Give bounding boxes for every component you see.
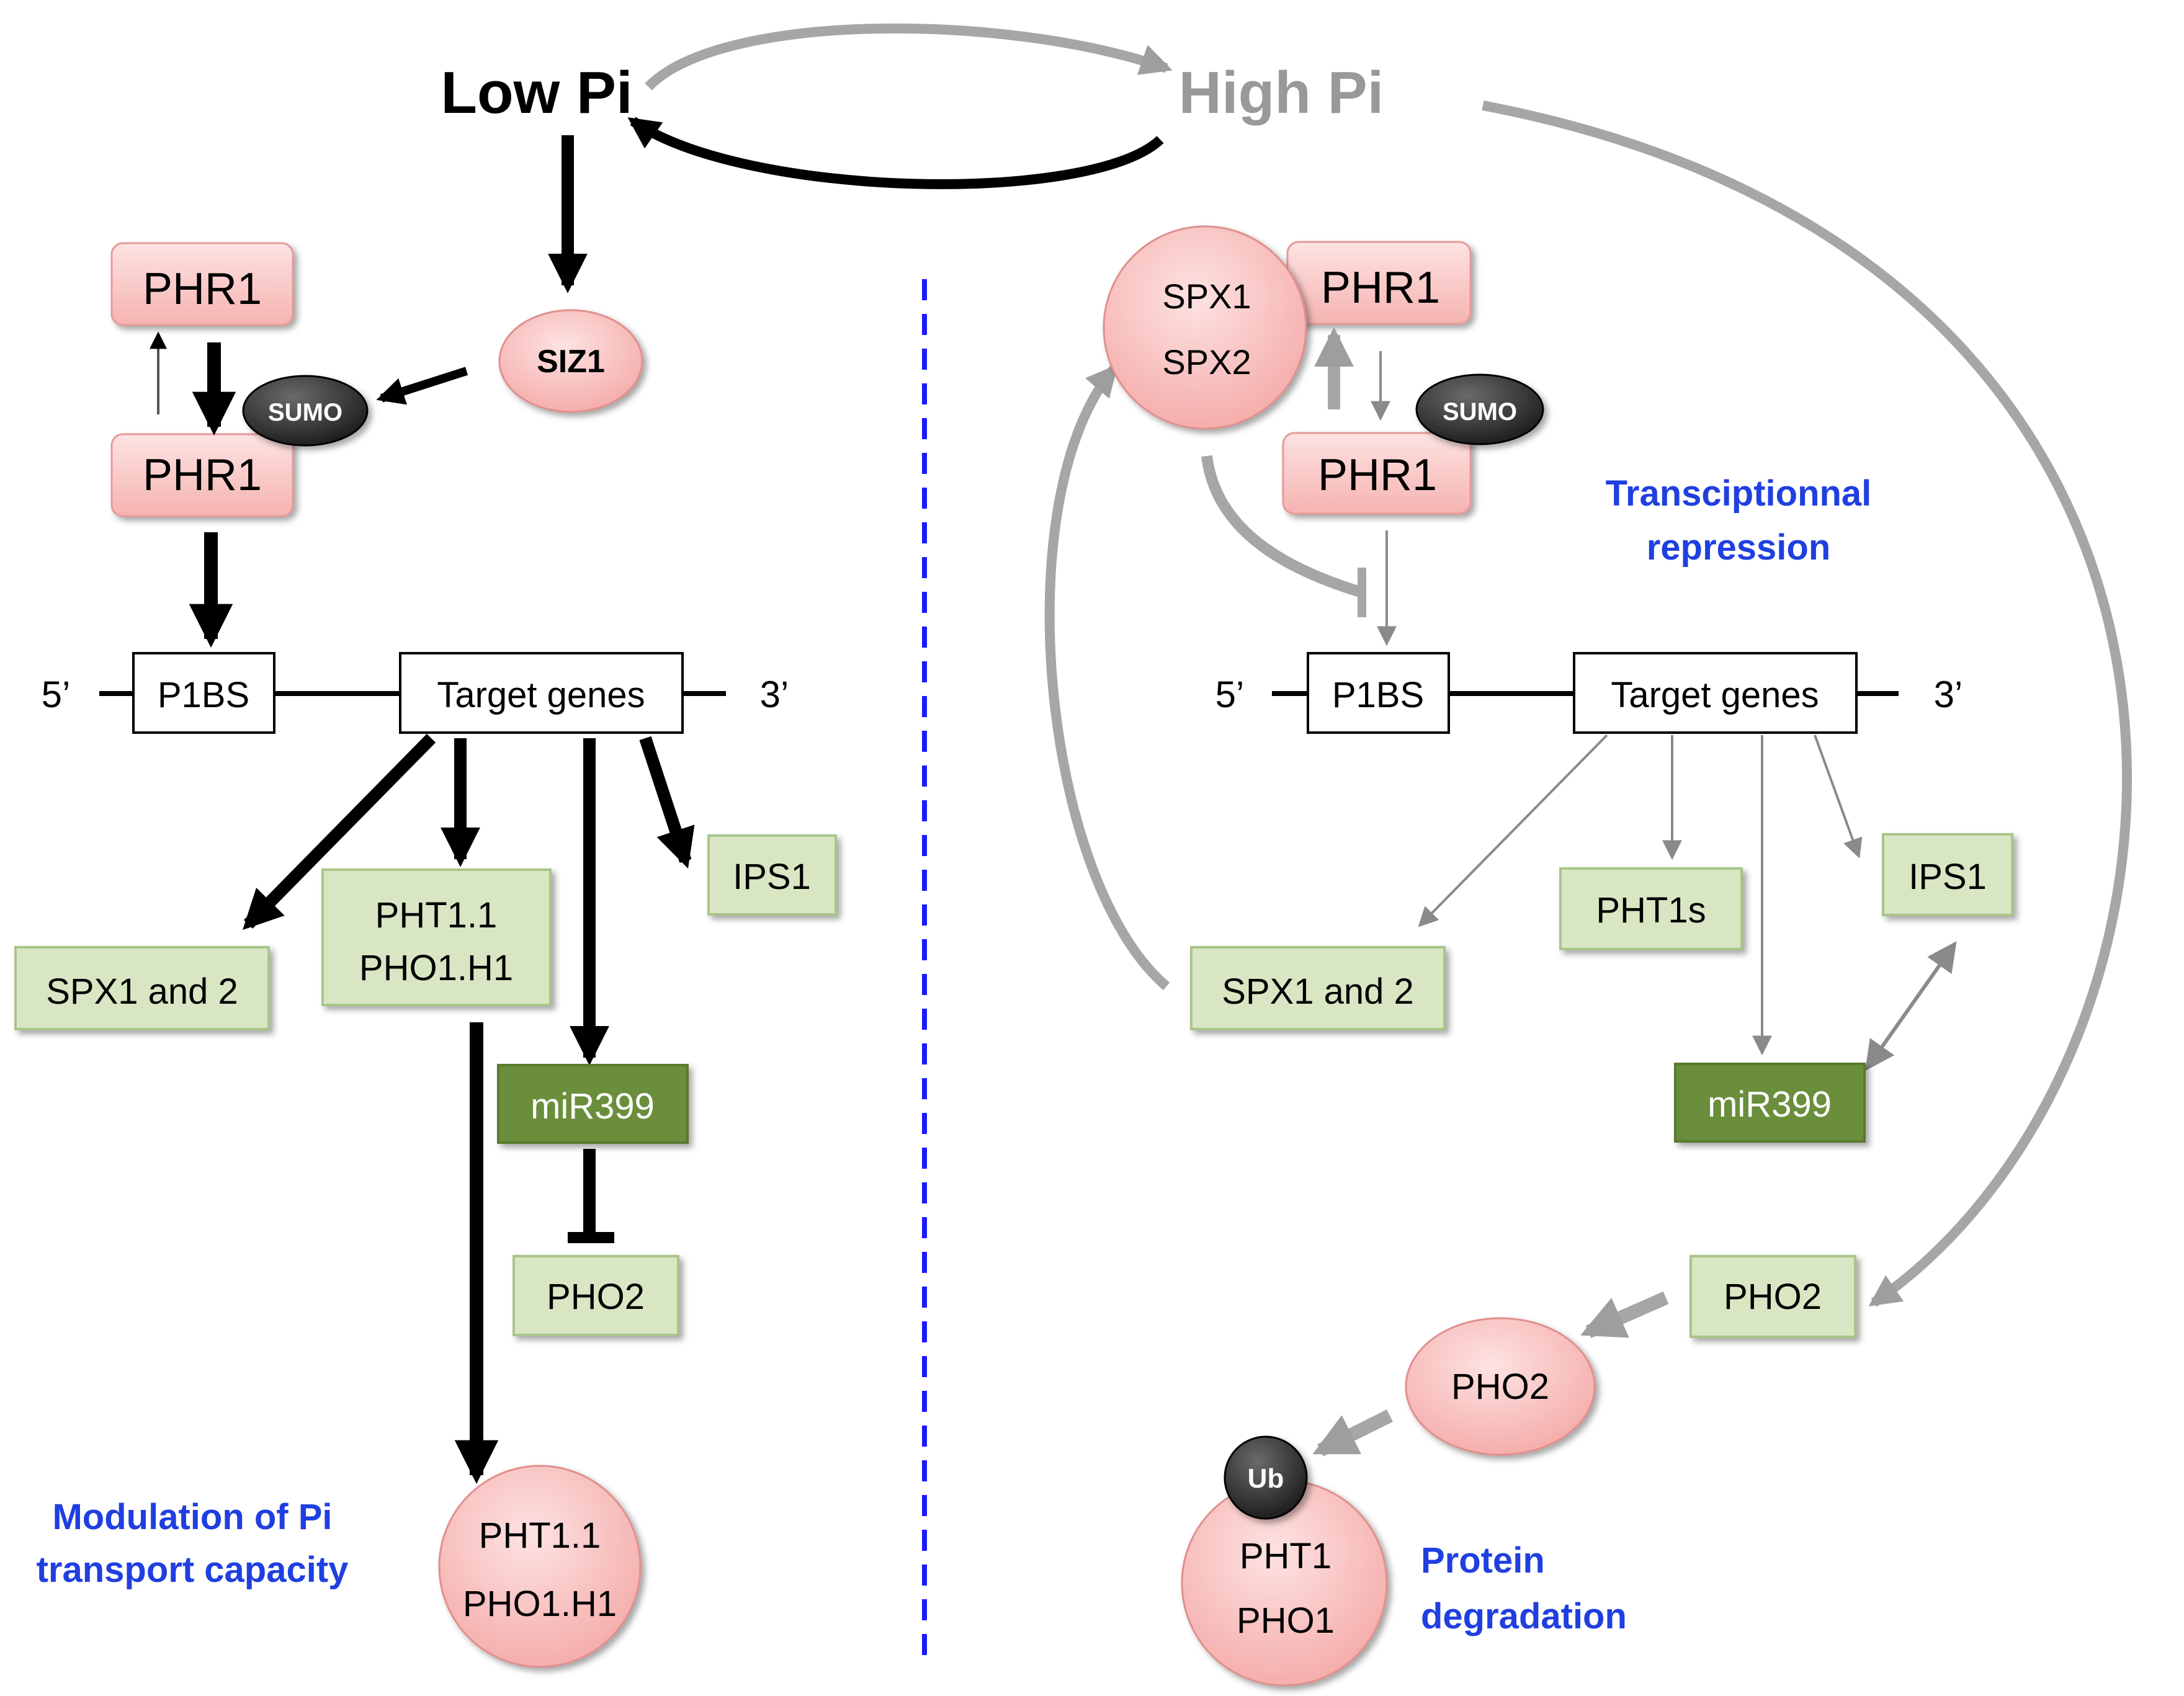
phr1-top-label-right: PHR1 [1321,263,1440,313]
ips1-mir399-interaction-arrow [1864,941,1957,1071]
spx-gene-label: SPX1 and 2 [46,971,238,1012]
modulation-caption-line2: transport capacity [37,1550,349,1590]
ips1-gene-box: IPS1 [707,834,837,916]
to-spx-arrow [243,733,436,931]
low-to-high-arrow [645,23,1173,91]
p1bs-box-right [1307,652,1450,734]
pht1-protein-line2: PHO1 [1237,1600,1335,1641]
repression-caption-line2: repression [1647,527,1831,568]
phr1-sumo-box-right: PHR1 [1282,432,1472,515]
phr1-top-box-right: PHR1 [1286,241,1472,325]
ub-badge: Ub [1224,1435,1308,1520]
pht-protein-node: PHT1.1 PHO1.H1 [438,1465,642,1668]
pht-gene-line1: PHT1.1 [375,895,498,935]
phr1-sumo-label-right: PHR1 [1318,450,1437,500]
pht-protein-line1: PHT1.1 [479,1515,601,1556]
spx-feedback-arrow [1044,364,1170,991]
spx-inhibition [1201,455,1366,617]
ips1-gene-label-right: IPS1 [1909,857,1987,897]
ub-label: Ub [1248,1463,1284,1494]
p1bs-label-right: P1BS [1332,675,1424,715]
degradation-caption-line2: degradation [1421,1596,1627,1636]
phr1-top-box: PHR1 [110,242,294,326]
phr1-sumo-box: PHR1 [110,433,294,517]
repression-caption-line1: Transciptionnal [1606,473,1872,514]
pho2-protein-node: PHO2 [1405,1317,1596,1456]
pho2-gene-label-right: PHO2 [1724,1277,1822,1317]
pht-gene-box: PHT1.1 PHO1.H1 [321,868,552,1006]
high-pi-label: High Pi [1179,60,1384,126]
high-pi-panel: PHR1 SPX1 SPX2 PHR1 SUMO [1044,100,2132,1687]
sumo-badge-right: SUMO [1415,373,1544,445]
target-genes-box [399,652,684,734]
phr1-sumo-label: PHR1 [143,450,262,500]
mir399-box: miR399 [497,1064,689,1144]
pi-cycle: Low Pi High Pi [441,23,1384,189]
strand-3-label: 3’ [760,674,789,715]
pht-protein-line2: PHO1.H1 [463,1584,617,1624]
sumo-label: SUMO [268,399,342,426]
mir399-box-right: miR399 [1674,1063,1866,1143]
strand-5-label-right: 5’ [1215,674,1245,715]
sumo-label-right: SUMO [1443,398,1517,426]
ips1-gene-box-right: IPS1 [1882,833,2013,916]
pht1-protein-line1: PHT1 [1240,1536,1331,1576]
target-genes-label: Target genes [437,675,645,715]
pho2-gene-label: PHO2 [547,1277,645,1317]
spx-protein-node: SPX1 SPX2 [1103,225,1307,430]
strand-3-label-right: 3’ [1934,674,1963,715]
pho2-gene-box: PHO2 [512,1255,679,1336]
sumo-badge: SUMO [242,375,369,447]
target-genes-box-right [1573,652,1858,734]
low-pi-label: Low Pi [441,60,632,126]
pht1-protein-node: PHT1 PHO1 [1181,1480,1388,1687]
target-genes-label-right: Target genes [1611,675,1819,715]
spx-gene-box-right: SPX1 and 2 [1190,946,1446,1030]
spx-gene-label-right: SPX1 and 2 [1222,971,1414,1012]
mir399-label: miR399 [530,1086,655,1127]
siz1-to-sumo-arrow [376,367,468,405]
high-to-low-arrow [627,117,1164,189]
p1bs-label: P1BS [158,675,249,715]
degradation-caption-line1: Protein [1421,1540,1545,1581]
pho2-to-ubiquitination-arrow [1312,1409,1393,1457]
pho2-protein-label: PHO2 [1451,1367,1549,1407]
ips1-gene-label: IPS1 [733,857,811,897]
to-ips1-arrow-right [1814,734,1863,859]
pho2-gene-box-right: PHO2 [1689,1255,1856,1338]
phr1-top-label: PHR1 [143,264,262,314]
siz1-label: SIZ1 [537,344,605,380]
pho2-gene-to-protein-arrow [1580,1291,1669,1339]
pht-gene-line2: PHO1.H1 [359,948,513,988]
p1bs-box [132,652,275,734]
spx1-protein-label: SPX1 [1162,277,1251,316]
low-pi-panel: SIZ1 PHR1 PHR1 SUMO 5’ 3’ P [14,135,837,1668]
to-spx-arrow-right [1418,734,1608,927]
strand-5-label: 5’ [42,674,71,715]
pht1s-gene-label: PHT1s [1596,890,1706,931]
pht1s-gene-box: PHT1s [1559,867,1743,950]
dna-strand: 5’ 3’ P1BS Target genes [42,652,789,734]
to-ips1-arrow [639,736,695,869]
modulation-caption-line1: Modulation of Pi [52,1497,332,1537]
mir399-inhibits-pho2 [568,1149,614,1243]
siz1-node: SIZ1 [498,309,643,413]
spx2-protein-label: SPX2 [1162,342,1251,382]
highpi-to-pho2-arrow [1482,100,2132,1307]
mir399-label-right: miR399 [1707,1084,1832,1125]
spx-gene-box: SPX1 and 2 [14,946,270,1030]
dna-strand-right: 5’ 3’ P1BS Target genes [1215,652,1963,734]
